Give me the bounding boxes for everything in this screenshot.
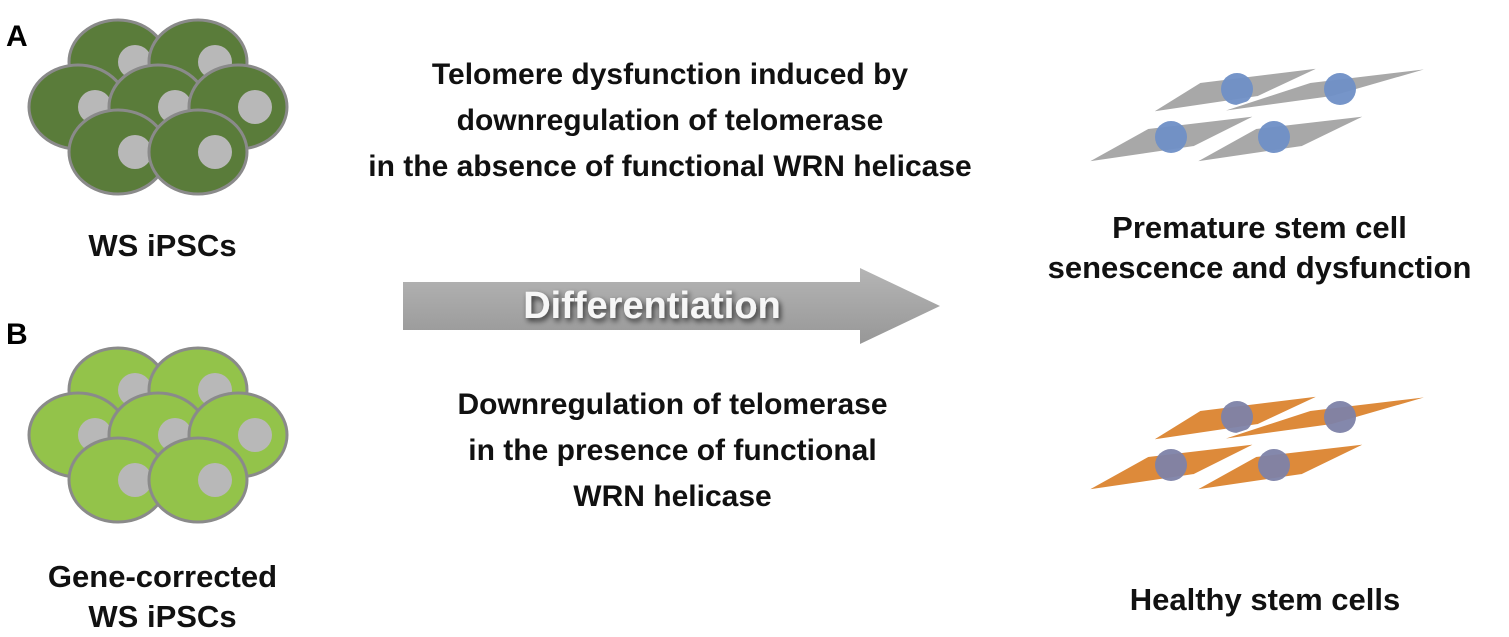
- senescence-label-line-1: Premature stem cell: [1112, 210, 1407, 245]
- top-text-line-1: Telomere dysfunction induced by: [431, 58, 909, 91]
- telomere-dysfunction-text: Telomere dysfunction induced by downregu…: [300, 52, 1040, 190]
- stem-cell: [1192, 442, 1369, 492]
- nucleus: [1221, 73, 1253, 105]
- nucleus: [1324, 73, 1356, 105]
- ipsc-cell: [147, 108, 249, 196]
- top-text-line-2: downregulation of telomerase: [456, 104, 884, 137]
- nucleus: [1221, 401, 1253, 433]
- nucleus: [1155, 449, 1187, 481]
- nucleus: [118, 135, 152, 169]
- bottom-text-line-1: Downregulation of telomerase: [457, 388, 888, 421]
- bottom-text-line-3: WRN helicase: [573, 480, 772, 513]
- ipsc-cell: [147, 436, 249, 524]
- nucleus: [198, 463, 232, 497]
- stem-cell: [1149, 66, 1323, 114]
- gene-corrected-ws-ipscs-label: Gene-corrected WS iPSCs: [10, 557, 315, 637]
- panel-letter-b: B: [6, 318, 28, 351]
- top-text-line-3: in the absence of functional WRN helicas…: [368, 150, 972, 183]
- nucleus: [1324, 401, 1356, 433]
- ws-ipscs-label: WS iPSCs: [88, 228, 237, 263]
- stem-cell: [1149, 394, 1323, 442]
- gene-corrected-label-line-2: WS iPSCs: [88, 599, 237, 634]
- ipsc-cell: [67, 436, 169, 524]
- senescence-label-line-2: senescence and dysfunction: [1047, 250, 1472, 285]
- telomerase-downregulation-text: Downregulation of telomerase in the pres…: [380, 382, 965, 520]
- premature-senescence-label: Premature stem cell senescence and dysfu…: [1012, 208, 1507, 288]
- stem-cell: [1192, 114, 1369, 164]
- stem-cell: [1214, 66, 1437, 114]
- nucleus: [118, 463, 152, 497]
- differentiation-label: Differentiation: [523, 285, 781, 327]
- nucleus: [238, 418, 272, 452]
- bottom-text-line-2: in the presence of functional: [468, 434, 877, 467]
- panel-letter-a: A: [6, 20, 28, 53]
- nucleus: [238, 90, 272, 124]
- nucleus: [1258, 449, 1290, 481]
- stem-cell: [1214, 394, 1437, 442]
- stem-cell: [1084, 114, 1259, 164]
- gene-corrected-label-line-1: Gene-corrected: [47, 559, 278, 594]
- nucleus: [198, 135, 232, 169]
- nucleus: [1258, 121, 1290, 153]
- stem-cell: [1084, 442, 1259, 492]
- arrow-shape: [403, 268, 940, 344]
- healthy-stem-cells-label: Healthy stem cells: [1129, 582, 1401, 617]
- nucleus: [1155, 121, 1187, 153]
